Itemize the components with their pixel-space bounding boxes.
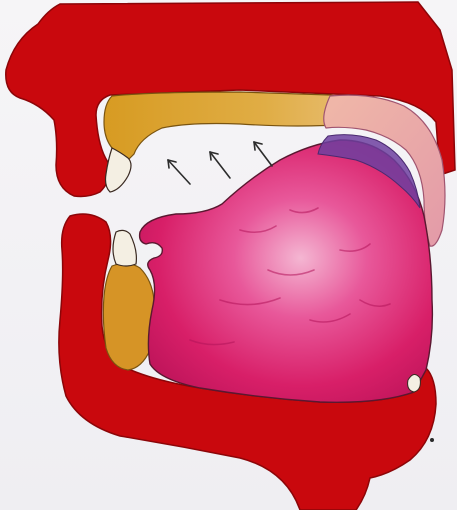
arrow-3: [254, 142, 272, 166]
speck-dot: [430, 438, 434, 442]
tongue: [140, 140, 433, 402]
lower-incisor: [113, 230, 136, 266]
lower-gum: [103, 263, 154, 370]
uvula: [408, 374, 421, 392]
arrow-1: [168, 160, 190, 184]
arrow-2: [210, 152, 230, 178]
